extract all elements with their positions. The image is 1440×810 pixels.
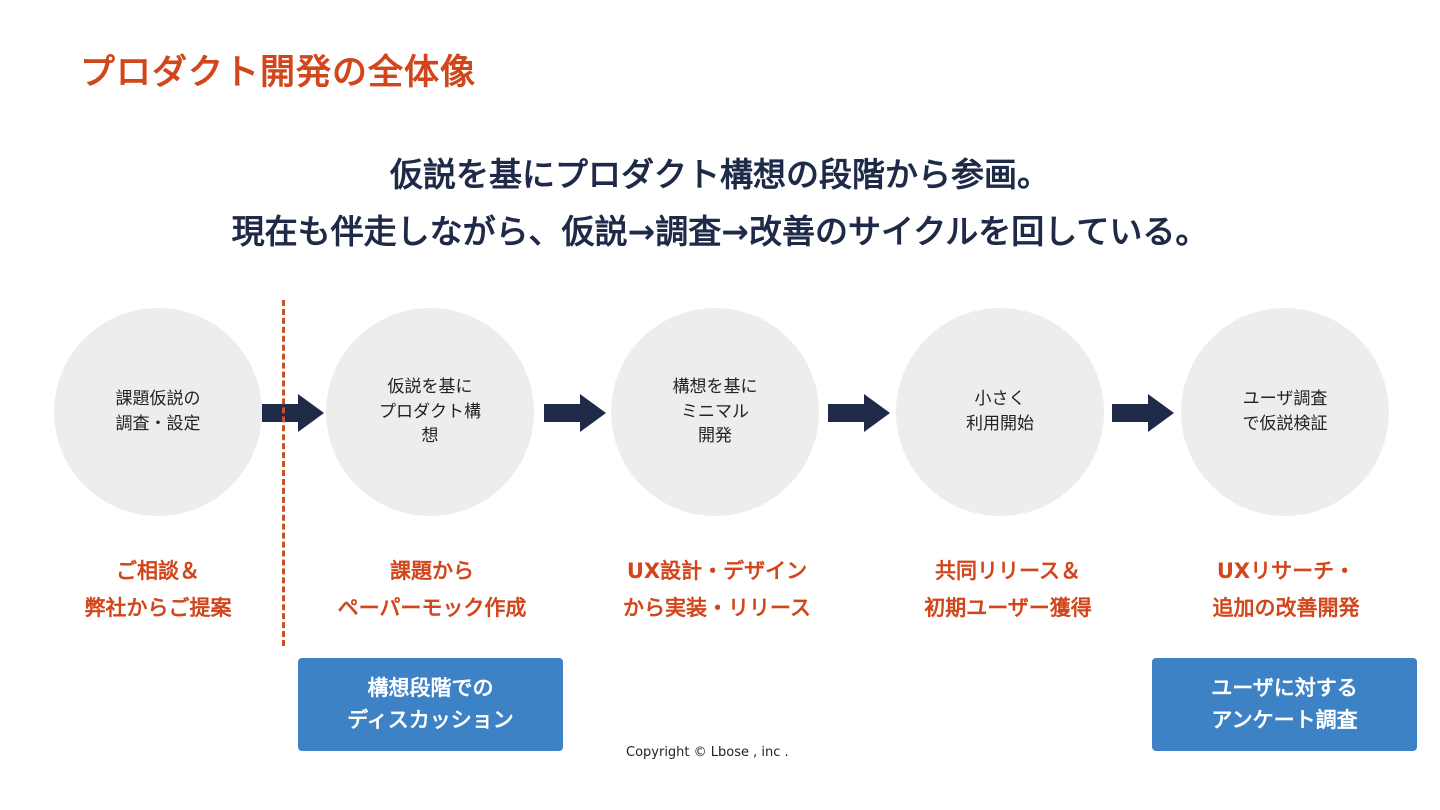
step-circle-3: 構想を基に ミニマル 開発 — [611, 308, 819, 516]
step-circle-5: ユーザ調査 で仮説検証 — [1181, 308, 1389, 516]
survey-box: ユーザに対する アンケート調査 — [1152, 658, 1417, 751]
arrow-right-icon — [544, 394, 606, 432]
step-circle-4: 小さく 利用開始 — [896, 308, 1104, 516]
discussion-box: 構想段階での ディスカッション — [298, 658, 563, 751]
step-circle-2: 仮説を基に プロダクト構 想 — [326, 308, 534, 516]
arrow-right-icon — [262, 394, 324, 432]
copyright: Copyright © Lbose , inc . — [626, 745, 789, 760]
step-label-3: UX設計・デザイン から実装・リリース — [623, 559, 811, 620]
phase-divider — [282, 300, 285, 646]
step-circle-1: 課題仮説の 調査・設定 — [54, 308, 262, 516]
arrow-right-icon — [1112, 394, 1174, 432]
step-label-4: 共同リリース＆ 初期ユーザー獲得 — [924, 559, 1092, 620]
step-label-2: 課題から ペーパーモック作成 — [337, 559, 527, 620]
step-label-5: UXリサーチ・ 追加の改善開発 — [1212, 559, 1360, 620]
headline-line-2: 現在も伴走しながら、仮説→調査→改善のサイクルを回している。 — [231, 212, 1209, 251]
arrow-right-icon — [828, 394, 890, 432]
headline-line-1: 仮説を基にプロダクト構想の段階から参画。 — [390, 155, 1050, 194]
slide-title: プロダクト開発の全体像 — [80, 53, 477, 93]
step-label-1: ご相談＆ 弊社からご提案 — [84, 559, 232, 620]
